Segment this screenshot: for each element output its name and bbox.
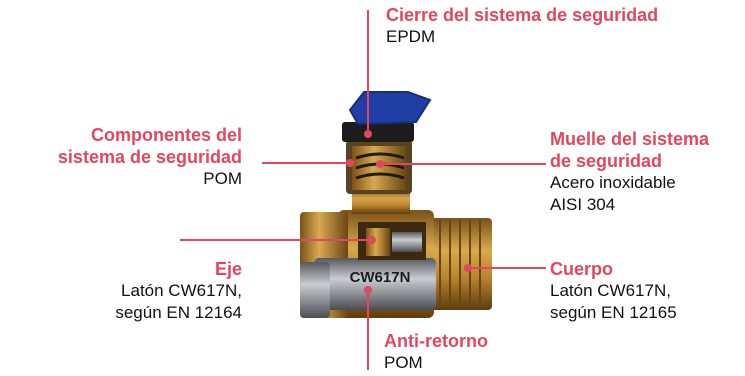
dot-cierre — [364, 130, 372, 138]
label-cuerpo: Cuerpo Latón CW617N, según EN 12165 — [550, 258, 677, 324]
steel-section: CW617N — [300, 258, 436, 318]
blue-lever — [348, 91, 432, 126]
cuerpo-material-1: Latón CW617N, — [550, 281, 671, 300]
label-muelle: Muelle del sistema de seguridad Acero in… — [550, 128, 709, 216]
cuerpo-title: Cuerpo — [550, 259, 613, 279]
valve-stamp: CW617N — [350, 269, 411, 286]
muelle-material-1: Acero inoxidable — [550, 173, 676, 192]
dot-muelle — [376, 160, 384, 168]
componentes-title-1: Componentes del — [90, 125, 242, 145]
componentes-material: POM — [203, 169, 242, 188]
eje-material-2: según EN 12164 — [115, 303, 242, 322]
threaded-end — [430, 218, 492, 310]
dot-antiretorno — [364, 286, 372, 294]
muelle-material-2: AISI 304 — [550, 195, 616, 214]
label-antiretorno: Anti-retorno POM — [384, 330, 488, 374]
dot-componentes — [346, 159, 354, 167]
componentes-title-2: sistema de seguridad — [57, 147, 242, 167]
label-cierre: Cierre del sistema de seguridad EPDM — [386, 4, 658, 48]
label-componentes: Componentes del sistema de seguridad POM — [20, 124, 242, 190]
cuerpo-material-2: según EN 12165 — [550, 303, 677, 322]
cierre-material: EPDM — [386, 27, 436, 46]
eje-title: Eje — [214, 259, 242, 279]
eje-material-1: Latón CW617N, — [121, 281, 242, 300]
label-eje: Eje Latón CW617N, según EN 12164 — [40, 258, 242, 324]
safety-cap — [342, 122, 414, 214]
dot-eje — [368, 236, 376, 244]
antiretorno-material: POM — [384, 353, 423, 372]
muelle-title-2: de seguridad — [550, 151, 663, 171]
dot-cuerpo — [464, 264, 472, 272]
cierre-title: Cierre del sistema de seguridad — [386, 5, 659, 25]
antiretorno-title: Anti-retorno — [384, 331, 488, 351]
muelle-title-1: Muelle del sistema — [550, 129, 710, 149]
